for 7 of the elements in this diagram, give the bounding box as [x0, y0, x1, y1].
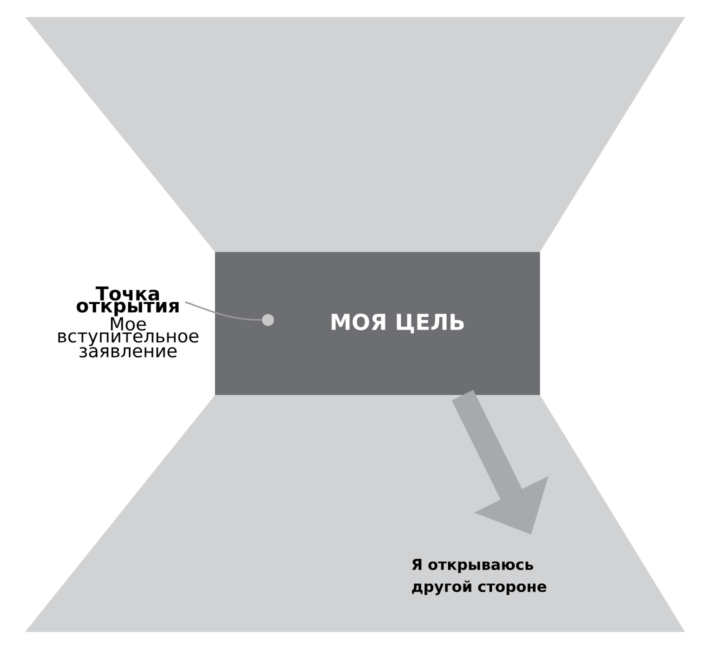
dot	[262, 314, 274, 326]
goal-box: МОЯ ЦЕЛЬ	[215, 252, 540, 395]
caption-text: Я открываюсь другой стороне	[412, 558, 546, 596]
trapezoid-band	[25, 394, 685, 632]
callout-text: Точка открытия Мое вступительное заявление	[58, 286, 198, 358]
trapezoid-band	[25, 17, 685, 252]
leader-line	[184, 301, 262, 321]
